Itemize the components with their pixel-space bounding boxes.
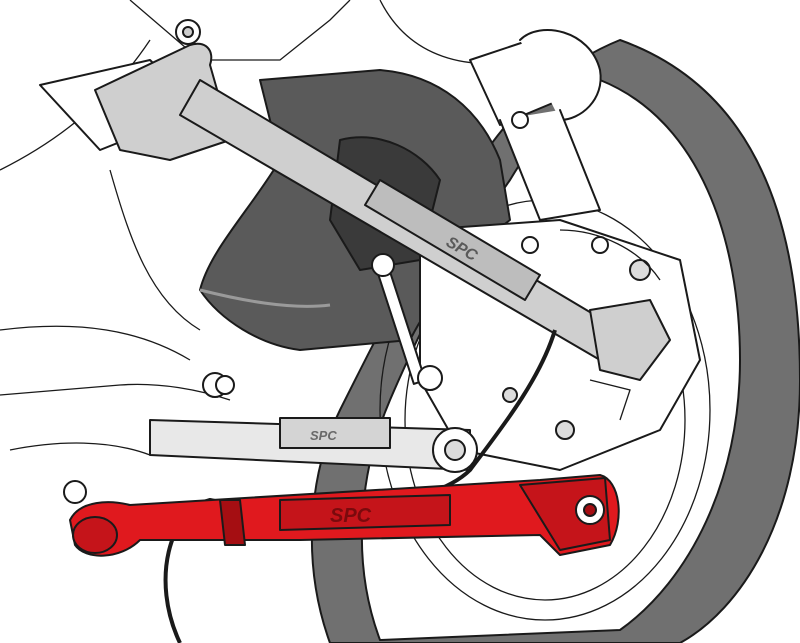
shock-absorber [469, 29, 602, 221]
upper-control-link: SPC [39, 19, 671, 381]
sway-bar-end-link [371, 253, 443, 391]
adjustable-arm-icon [279, 417, 391, 449]
lower-control-arm: SPC [63, 474, 620, 557]
bolt-icon [63, 480, 87, 504]
middle-control-link: SPC [149, 372, 478, 473]
lower-arm-logo: SPC [330, 505, 372, 527]
middle-link-logo: SPC [310, 428, 337, 443]
body-panel-lines [0, 0, 561, 456]
mounting-bolts [215, 111, 609, 395]
